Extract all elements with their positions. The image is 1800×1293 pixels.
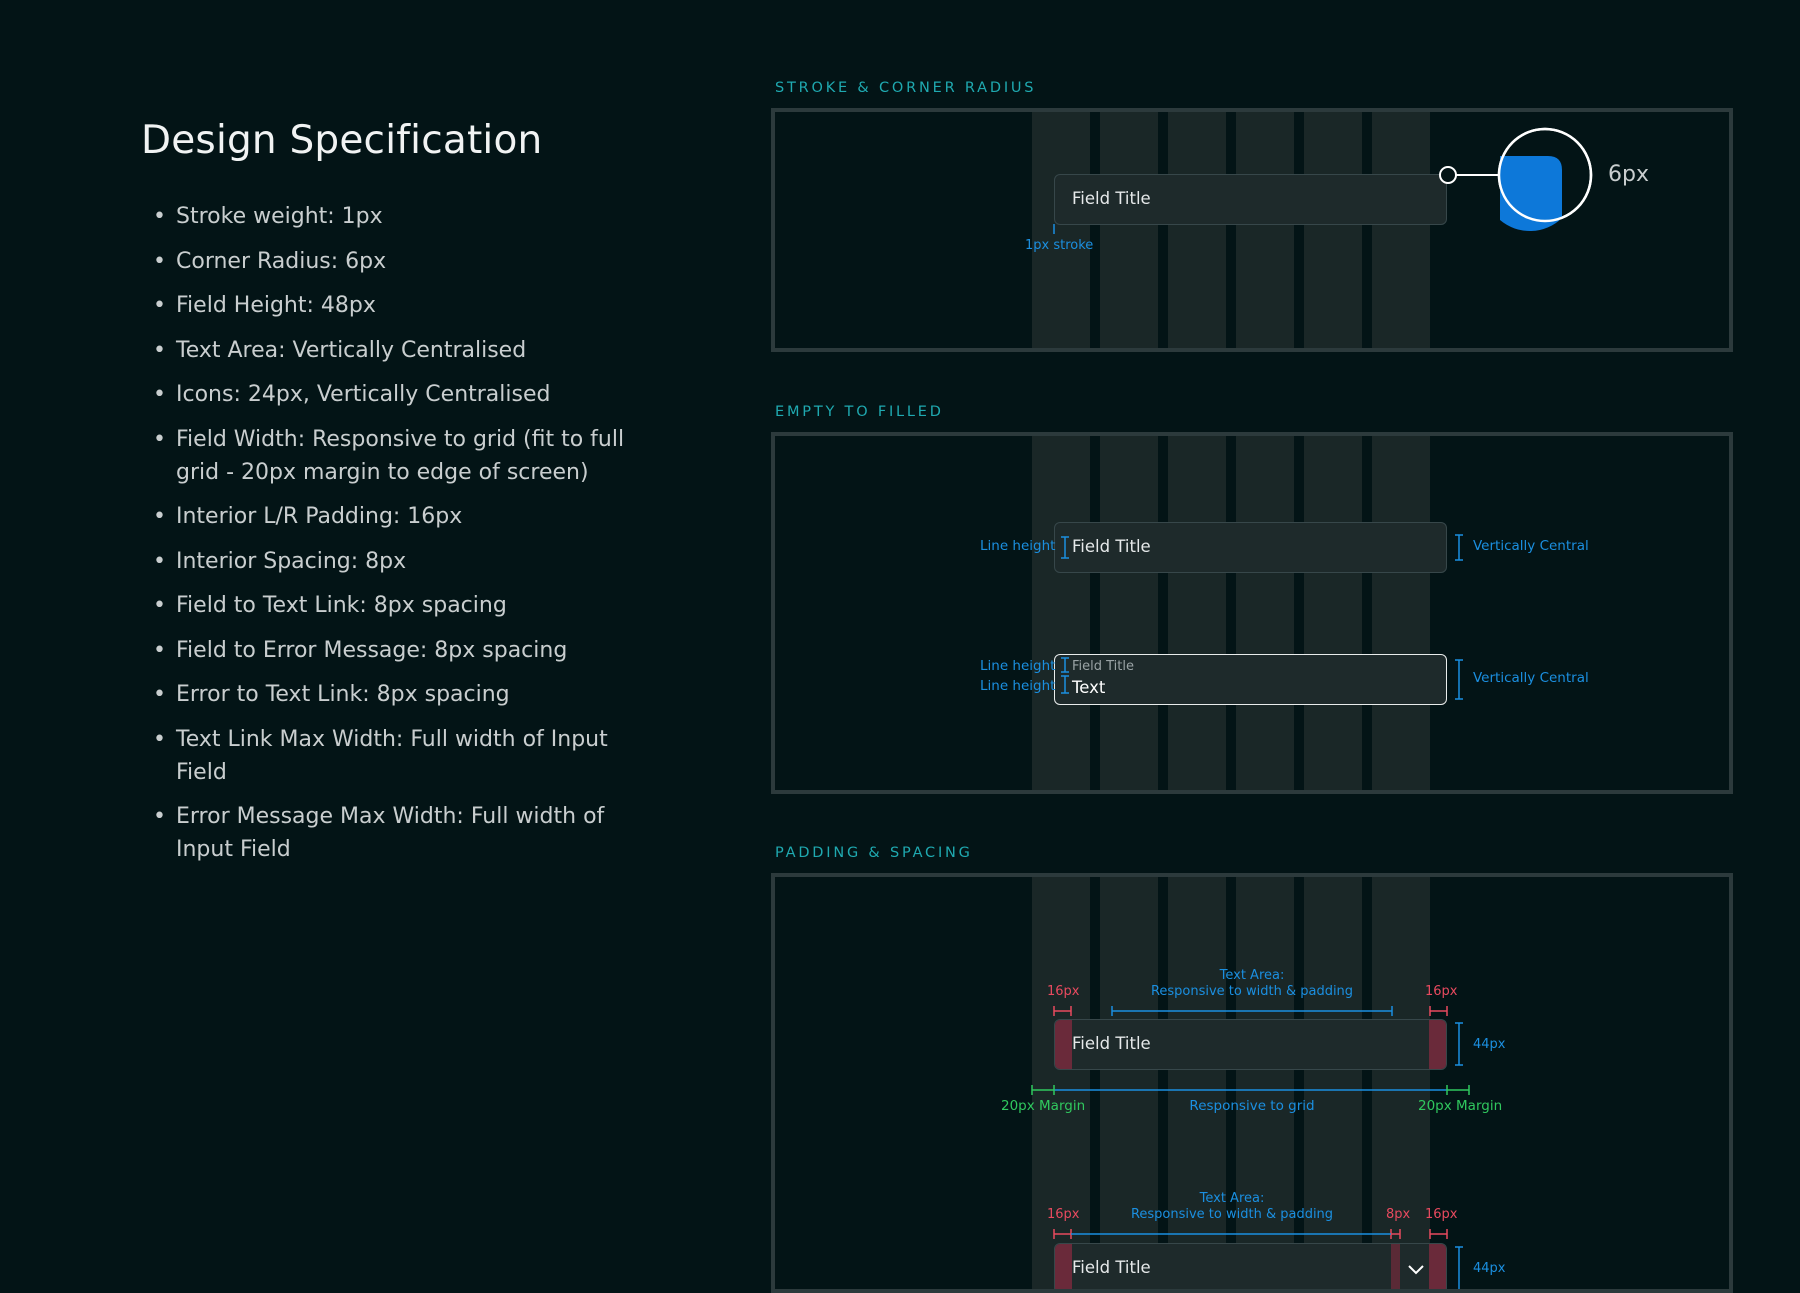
text-area-annotation: Responsive to width & padding [1130,1207,1334,1222]
padding-annotation: 16px [1425,984,1458,999]
padding-annotation: 16px [1047,984,1080,999]
right-padding-highlight [1429,1020,1446,1069]
padding-annotation: 16px [1047,1207,1080,1222]
spacing-highlight [1391,1244,1400,1289]
stroke-annotation: 1px stroke [1025,238,1094,253]
margin-annotation: 20px Margin [1418,1098,1503,1114]
margin-annotation: 20px Margin [1001,1098,1086,1114]
spec-item: Field Height: 48px [141,289,661,322]
padding-markers [1031,1006,1470,1289]
padding-panel: Field Title Field Title 16p [771,873,1733,1293]
line-height-annotation: Line height [980,678,1056,694]
spec-item: Field to Text Link: 8px spacing [141,589,661,622]
radius-annotation: 6px [1608,162,1649,187]
spec-item: Interior L/R Padding: 16px [141,500,661,533]
spec-item: Text Area: Vertically Centralised [141,334,661,367]
left-padding-highlight [1055,1020,1072,1069]
text-area-annotation: Text Area: [1219,968,1285,983]
height-annotation: 44px [1473,1037,1506,1052]
page-title: Design Specification [141,118,543,163]
section-label-stroke: STROKE & CORNER RADIUS [775,80,1037,96]
line-height-annotation: Line height [980,658,1056,674]
text-field-demo[interactable]: Field Title [1054,174,1447,225]
spec-item: Text Link Max Width: Full width of Input… [141,723,661,789]
field-title: Field Title [1072,1034,1151,1053]
padding-annotation: 16px [1425,1207,1458,1222]
filled-text-field[interactable]: Field Title Text [1054,654,1447,705]
line-height-markers [1061,534,1463,700]
text-area-annotation: Text Area: [1199,1191,1265,1206]
spec-item: Field Width: Responsive to grid (fit to … [141,423,661,489]
field-title: Field Title [1072,189,1151,208]
spec-item: Icons: 24px, Vertically Centralised [141,378,661,411]
empty-panel: Field Title Field Title Text Line height… [771,432,1733,794]
spec-item: Field to Error Message: 8px spacing [141,634,661,667]
field-value: Text [1072,678,1106,697]
spec-list: Stroke weight: 1px Corner Radius: 6px Fi… [141,200,661,878]
section-label-padding: PADDING & SPACING [775,845,973,861]
stroke-panel: Field Title 1px stroke 6px [771,108,1733,352]
radius-callout [1053,127,1593,234]
field-title: Field Title [1072,537,1151,556]
spec-item: Corner Radius: 6px [141,245,661,278]
grid-annotation: Responsive to grid [1189,1098,1315,1114]
spec-item: Interior Spacing: 8px [141,545,661,578]
line-height-annotation: Line height [980,538,1056,554]
padding-field[interactable]: Field Title [1054,1019,1447,1070]
spacing-annotation: 8px [1386,1207,1411,1222]
empty-text-field[interactable]: Field Title [1054,522,1447,573]
spec-item: Error to Text Link: 8px spacing [141,678,661,711]
text-area-annotation: Responsive to width & padding [1150,984,1354,999]
vertical-central-annotation: Vertically Central [1473,538,1589,554]
field-title-small: Field Title [1072,659,1134,674]
section-label-empty: EMPTY TO FILLED [775,404,944,420]
vertical-central-annotation: Vertically Central [1473,670,1589,686]
spec-item: Error Message Max Width: Full width of I… [141,800,661,866]
spec-item: Stroke weight: 1px [141,200,661,233]
